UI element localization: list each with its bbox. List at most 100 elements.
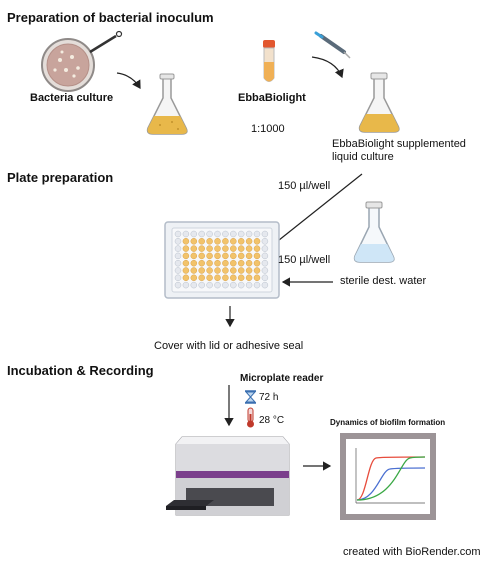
curve-red	[356, 456, 426, 501]
plate-well	[237, 274, 245, 282]
sterile-water-label: sterile dest. water	[340, 275, 427, 287]
plate-well	[245, 238, 253, 245]
section-preparation-title: Preparation of bacterial inoculum	[7, 10, 214, 25]
plate-well	[222, 267, 229, 274]
ebbabiolight-label: EbbaBiolight	[238, 92, 306, 104]
plate-well	[237, 259, 245, 267]
supplemented-label-line1: EbbaBiolight supplemented	[332, 138, 466, 150]
plate-well	[190, 259, 198, 267]
plate-well	[190, 252, 198, 260]
plate-well	[230, 267, 237, 274]
plate-well	[214, 259, 221, 267]
section-plate-title: Plate preparation	[7, 170, 114, 185]
plate-well	[245, 252, 253, 260]
plate-well	[182, 274, 190, 282]
plate-well	[237, 267, 245, 274]
biofilm-chart	[340, 433, 436, 520]
plate-well	[261, 245, 269, 252]
plate-well	[198, 267, 205, 274]
plate-well	[261, 259, 269, 267]
microplate-reader-icon	[166, 436, 290, 516]
plate-well	[174, 274, 182, 282]
plate-well	[222, 259, 229, 267]
volume-bottom-label: 150 µl/well	[278, 254, 331, 266]
plate-well	[253, 274, 261, 282]
sterile-water-flask-icon	[353, 201, 395, 263]
plate-well	[230, 238, 237, 245]
plate-well	[245, 230, 253, 238]
plate-well	[190, 245, 198, 252]
plate-well	[182, 259, 190, 267]
plate-well	[174, 252, 182, 260]
arrow-pipette-to-flask	[311, 56, 344, 79]
plate-well	[174, 281, 182, 289]
plate-well	[253, 245, 261, 252]
plate-well	[182, 245, 190, 252]
ebbabiolight-tube-icon	[263, 40, 275, 82]
plate-well	[261, 267, 269, 274]
arrow-petri-to-flask	[116, 72, 141, 90]
plate-well	[198, 259, 205, 267]
plate-well	[253, 238, 261, 245]
bacteria-culture-label: Bacteria culture	[30, 92, 114, 104]
pipette-icon	[314, 31, 351, 59]
well-plate-icon	[164, 221, 280, 299]
plate-well	[182, 281, 190, 289]
plate-well	[198, 274, 205, 282]
plate-well	[214, 274, 221, 282]
plate-well	[198, 238, 205, 245]
plate-well	[230, 245, 237, 252]
plate-well	[174, 238, 182, 245]
plate-well	[237, 245, 245, 252]
plate-well	[245, 245, 253, 252]
plate-well	[222, 245, 229, 252]
time-label: 72 h	[259, 392, 279, 403]
plate-well	[182, 252, 190, 260]
plate-well	[261, 274, 269, 282]
plate-well	[182, 230, 190, 238]
plate-well	[245, 267, 253, 274]
plate-well	[198, 281, 205, 289]
plate-well	[214, 245, 221, 252]
plate-well	[253, 267, 261, 274]
plate-well	[214, 238, 221, 245]
plate-well	[174, 267, 182, 274]
plate-well	[253, 252, 261, 260]
plate-well	[261, 281, 269, 289]
plate-well	[206, 238, 213, 245]
plate-well	[230, 230, 237, 238]
volume-top-label: 150 µl/well	[278, 180, 331, 192]
plate-well	[206, 252, 213, 260]
plate-well	[182, 267, 190, 274]
plate-well	[230, 259, 237, 267]
plate-well	[190, 238, 198, 245]
plate-well	[190, 281, 198, 289]
plate-well	[214, 230, 221, 238]
plate-well	[206, 281, 213, 289]
plate-well	[261, 230, 269, 238]
hourglass-icon	[244, 390, 257, 404]
plate-well	[230, 274, 237, 282]
plate-well	[214, 252, 221, 260]
plate-well	[222, 252, 229, 260]
plate-well	[206, 267, 213, 274]
plate-well	[174, 245, 182, 252]
plate-well	[253, 281, 261, 289]
plate-well	[253, 230, 261, 238]
supplemented-label-line2: liquid culture	[332, 151, 394, 163]
culture-flask-icon	[146, 73, 188, 135]
arrow-flask-to-plate	[263, 173, 363, 253]
supplemented-culture-label: EbbaBiolight supplemented liquid culture	[332, 138, 466, 164]
supplemented-flask-icon	[358, 72, 400, 133]
petri-dish-icon	[41, 38, 95, 92]
dilution-ratio: 1:1000	[251, 123, 285, 135]
plate-well	[237, 252, 245, 260]
section-incubation-title: Incubation & Recording	[7, 363, 154, 378]
plate-well	[237, 281, 245, 289]
curve-green	[356, 456, 426, 501]
plate-well	[182, 238, 190, 245]
plate-well	[206, 274, 213, 282]
plate-well	[190, 230, 198, 238]
plate-well	[190, 274, 198, 282]
